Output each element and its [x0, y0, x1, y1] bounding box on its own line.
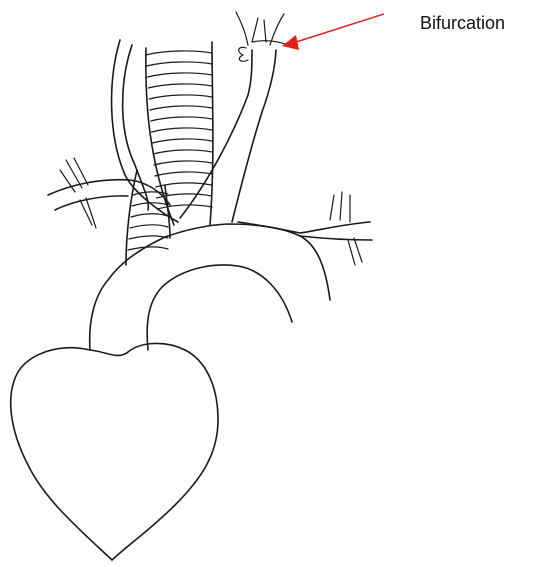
right-subclavian-nerves	[60, 158, 96, 228]
heart-outline	[11, 343, 218, 560]
ascending-aorta-inner	[147, 265, 292, 350]
right-subclavian-upper	[48, 180, 170, 205]
trachea-ring	[149, 95, 212, 99]
trachea-ring	[150, 106, 212, 110]
carotid-right-wall	[232, 50, 276, 222]
carotid-top-branches	[236, 12, 284, 45]
left-subclavian-nerves	[330, 192, 362, 265]
trachea-ring	[146, 51, 212, 55]
trachea-ring	[147, 62, 212, 66]
carotid-left-wall	[180, 50, 252, 218]
left-subclavian-upper	[238, 222, 370, 233]
bifurcation-loops	[239, 41, 288, 62]
lower-trachea-ring	[131, 214, 168, 217]
trachea-ring	[154, 161, 212, 165]
trachea	[126, 42, 213, 265]
trachea-ring	[148, 73, 212, 77]
right-subclavian-lower	[55, 196, 128, 210]
left-subclavian-lower	[300, 236, 372, 240]
bifurcation-label: Bifurcation	[420, 13, 505, 34]
trachea-ring	[152, 139, 212, 143]
lower-trachea-ring	[130, 225, 168, 228]
trachea-ring	[152, 128, 212, 132]
brachiocephalic-trunk-right	[112, 40, 178, 222]
trachea-right-wall	[210, 42, 213, 225]
trachea-ring	[153, 150, 212, 154]
callout-arrow-line	[296, 14, 384, 42]
trachea-ring	[151, 117, 212, 121]
ascending-aorta-outer	[90, 224, 300, 350]
callout-arrow-head	[282, 35, 299, 50]
brachiocephalic-trunk-left	[123, 45, 149, 210]
trachea-ring	[157, 205, 212, 209]
descending-aorta	[300, 236, 330, 300]
trachea-ring	[155, 172, 212, 176]
lower-trachea-ring	[128, 247, 168, 250]
trachea-ring	[148, 84, 212, 88]
